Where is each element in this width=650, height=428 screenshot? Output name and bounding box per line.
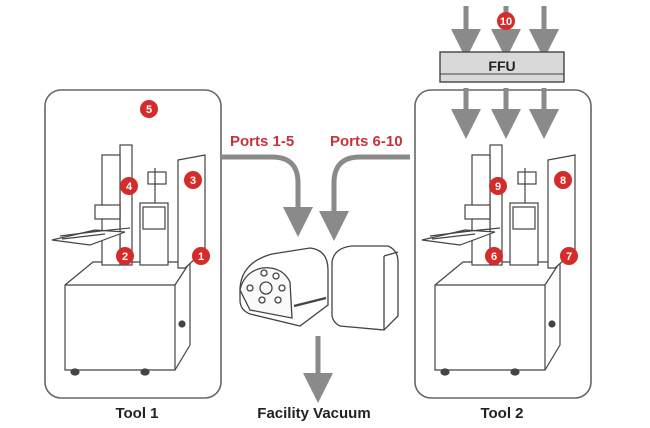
vacuum-pump — [239, 247, 329, 327]
controller-unit — [331, 245, 399, 331]
ffu-box: FFU — [439, 51, 565, 83]
marker-10: 10 — [497, 12, 515, 30]
marker-3: 3 — [184, 171, 202, 189]
svg-text:5: 5 — [146, 104, 152, 116]
svg-text:6: 6 — [491, 251, 497, 263]
marker-1: 1 — [192, 247, 210, 265]
ffu-arrows-bottom — [451, 88, 559, 139]
svg-text:10: 10 — [500, 16, 512, 28]
marker-2: 2 — [116, 247, 134, 265]
marker-8: 8 — [554, 171, 572, 189]
tool1-label: Tool 1 — [115, 405, 158, 422]
marker-6: 6 — [485, 247, 503, 265]
ports-right-arrow — [319, 154, 410, 241]
marker-5: 5 — [140, 100, 158, 118]
ports-right-label: Ports 6-10 — [330, 133, 403, 150]
facility-vacuum-label: Facility Vacuum — [257, 405, 370, 422]
marker-7: 7 — [560, 247, 578, 265]
svg-text:9: 9 — [495, 181, 501, 193]
svg-text:7: 7 — [566, 251, 572, 263]
ports-left-label: Ports 1-5 — [230, 133, 294, 150]
marker-9: 9 — [489, 177, 507, 195]
svg-text:1: 1 — [198, 251, 204, 263]
svg-text:2: 2 — [122, 251, 128, 263]
ffu-label: FFU — [488, 58, 515, 74]
svg-text:4: 4 — [126, 181, 133, 193]
tool2-label: Tool 2 — [480, 405, 523, 422]
svg-text:8: 8 — [560, 175, 566, 187]
ports-left-arrow — [222, 154, 313, 237]
svg-text:3: 3 — [190, 175, 196, 187]
marker-4: 4 — [120, 177, 138, 195]
